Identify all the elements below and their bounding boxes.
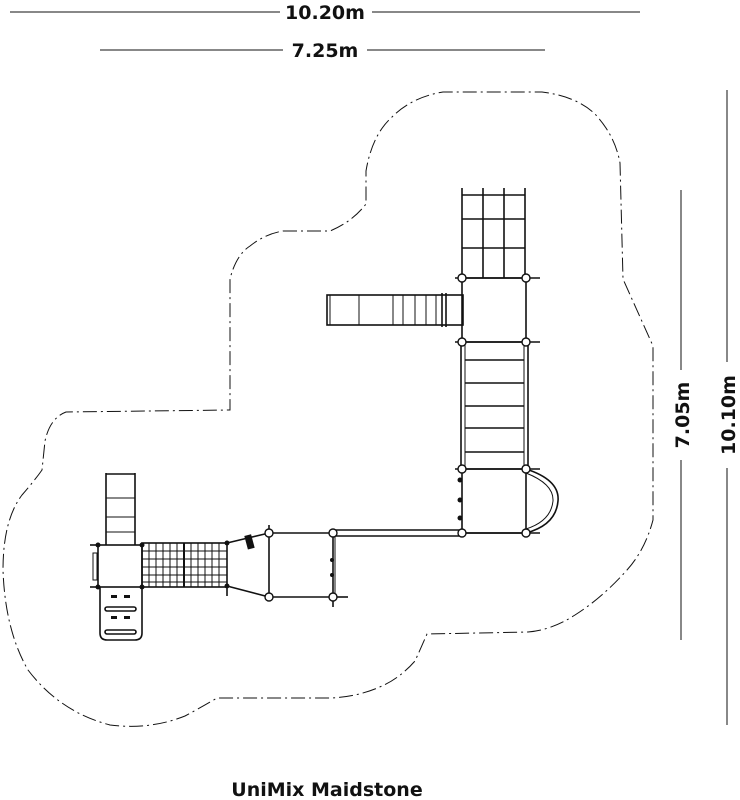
tunnel-tube xyxy=(332,529,463,537)
climbing-net-top xyxy=(461,188,526,278)
dimension-label-equipment-depth: 7.05m xyxy=(672,382,694,449)
drawing-title: UniMix Maidstone xyxy=(231,779,422,800)
dimension-equipment-depth: 7.05m xyxy=(672,190,694,640)
dimension-equipment-width: 7.25m xyxy=(100,40,545,62)
dimension-label-overall-width: 10.20m xyxy=(285,2,365,24)
horizontal-ladder xyxy=(460,342,529,469)
safety-zone-outline xyxy=(2,91,654,727)
step-panel xyxy=(99,587,143,641)
net-bridge xyxy=(141,542,228,588)
dimension-label-overall-depth: 10.10m xyxy=(718,375,740,455)
dimension-overall-depth: 10.10m xyxy=(718,90,740,725)
slide-left xyxy=(326,293,464,327)
dimension-label-equipment-width: 7.25m xyxy=(292,40,359,62)
tower-platform-top xyxy=(455,277,540,343)
corner-platform xyxy=(455,468,559,534)
bridge xyxy=(226,532,270,598)
ladder-left xyxy=(105,473,136,545)
dimension-overall-width: 10.20m xyxy=(10,2,640,24)
posts xyxy=(264,273,531,602)
platform-left xyxy=(90,540,230,590)
